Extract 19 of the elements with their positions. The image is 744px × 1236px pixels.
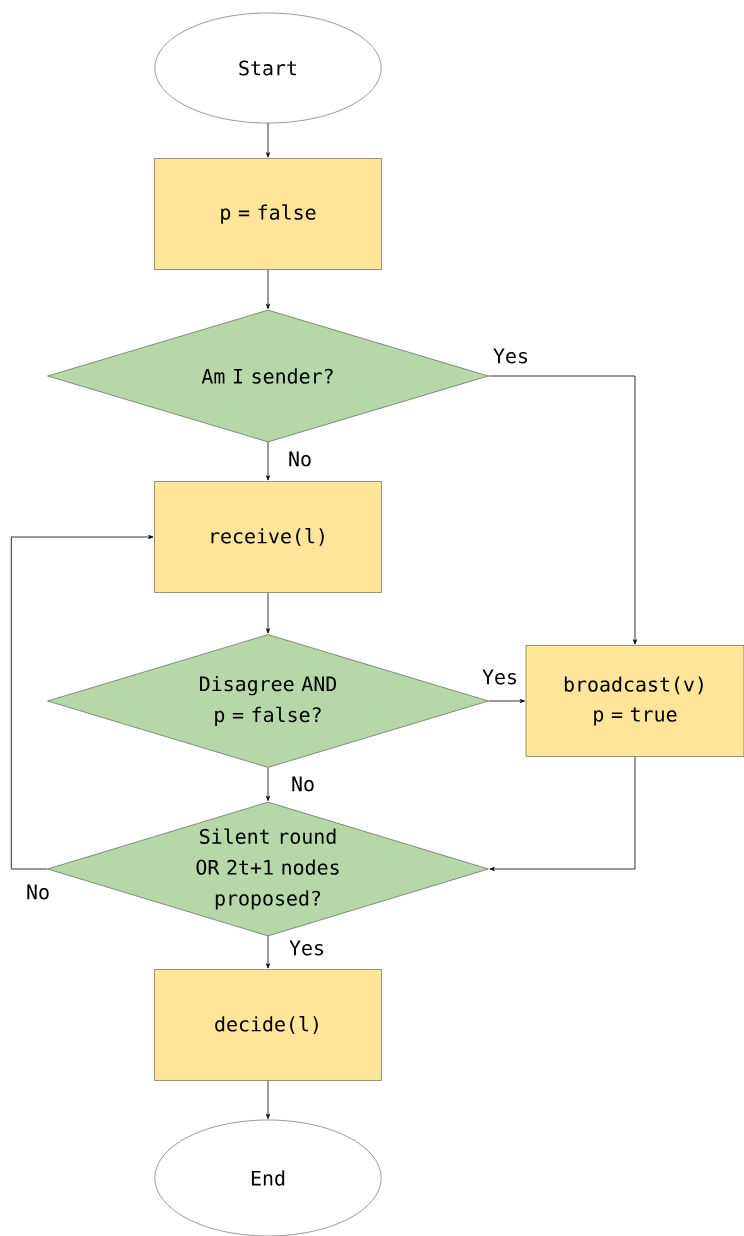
arrow [266,935,270,969]
arrow [266,441,270,481]
edge-label: No [290,775,316,793]
edge-label: No [287,450,313,468]
process-box: decide(l) [154,969,382,1081]
arrow [266,122,270,158]
arrow [488,375,637,645]
process-box: broadcast(v) p = true [525,645,744,757]
arrow [10,535,154,870]
arrow [266,1080,270,1119]
edge-label: Yes [288,939,326,957]
arrow [489,756,636,871]
edge-label: Yes [492,347,530,365]
process-box: receive(l) [154,481,382,593]
arrow [266,269,270,309]
arrow [488,699,525,703]
arrow [266,767,270,801]
process-box: p = false [154,158,382,270]
arrow [266,592,270,634]
